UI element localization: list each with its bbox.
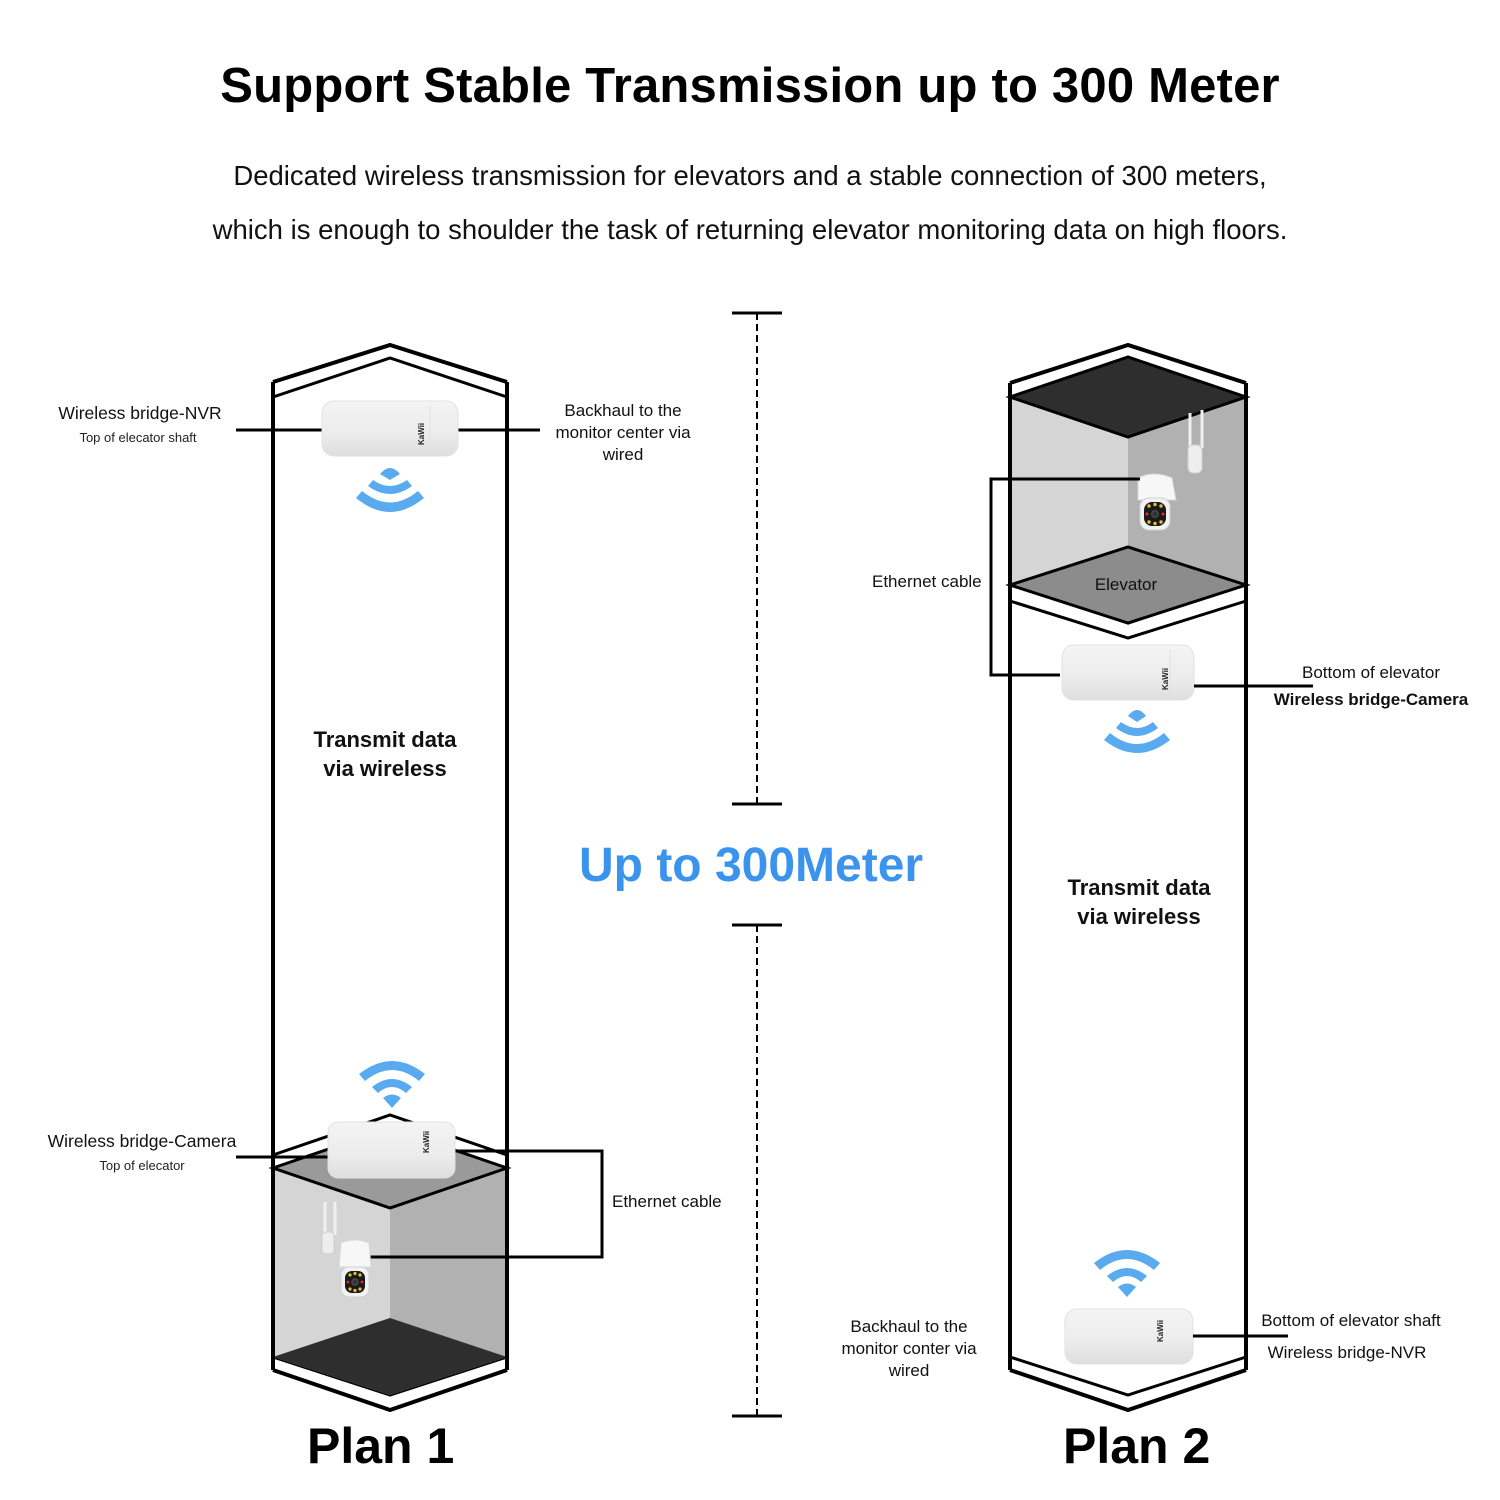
plan2-nvr-title: Wireless bridge-NVR [1267, 1343, 1427, 1362]
transmit-line-2: via wireless [323, 756, 447, 781]
plan1-label: Plan 1 [307, 1418, 455, 1474]
wifi-signal-icon [356, 468, 424, 512]
plan1-ethernet-label: Ethernet cable [612, 1192, 722, 1211]
plan2-elevator-cabin [1005, 355, 1251, 640]
transmit-line-2: via wireless [1077, 904, 1201, 929]
plan2-nvr-caption: Bottom of elevator shaft [1261, 1311, 1441, 1330]
wifi-signal-icon [1104, 710, 1170, 753]
backhaul-line-3: wired [602, 445, 644, 464]
wireless-bridge-icon: KaWii [1061, 644, 1195, 701]
plan1-nvr-title: Wireless bridge-NVR [58, 403, 222, 423]
plan1-transmit-label: Transmit data via wireless [283, 725, 487, 783]
dimension-line-top [732, 311, 782, 806]
ptz-camera-icon [321, 1202, 372, 1298]
brand-mark: KaWii [422, 1131, 431, 1153]
page-title: Support Stable Transmission up to 300 Me… [220, 59, 1280, 113]
transmit-line-1: Transmit data [313, 727, 457, 752]
plan2-camera-bridge-caption: Bottom of elevator [1302, 663, 1440, 682]
brand-mark: KaWii [417, 423, 426, 445]
backhaul-line-3: wired [888, 1361, 930, 1380]
plan2-label: Plan 2 [1063, 1418, 1211, 1474]
plan1-camera-bridge-title: Wireless bridge-Camera [47, 1131, 237, 1151]
subtitle-line-1: Dedicated wireless transmission for elev… [233, 160, 1267, 191]
plan2-ethernet-label: Ethernet cable [872, 572, 982, 591]
wifi-signal-icon [1094, 1250, 1160, 1297]
plan1-ethernet-cable [370, 1149, 604, 1259]
brand-mark: KaWii [1161, 668, 1170, 690]
plan2-camera-bridge-title: Wireless bridge-Camera [1273, 690, 1469, 709]
backhaul-line-2: monitor conter via [841, 1339, 977, 1358]
plan2-elevator-label: Elevator [1094, 575, 1158, 594]
plan1-elevator-cabin [268, 1113, 512, 1395]
transmit-line-1: Transmit data [1067, 875, 1211, 900]
brand-mark: KaWii [1156, 1320, 1165, 1342]
plan1-nvr-subtitle: Top of elecator shaft [79, 430, 197, 445]
dimension-line-bottom [732, 923, 782, 1418]
plan2-transmit-label: Transmit data via wireless [1030, 873, 1248, 931]
backhaul-line-1: Backhaul to the [564, 401, 682, 420]
wifi-signal-icon [359, 1061, 425, 1108]
wireless-bridge-icon: KaWii [327, 1121, 456, 1179]
ptz-camera-icon [1137, 410, 1204, 531]
backhaul-line-2: monitor center via [555, 423, 691, 442]
plan2-ethernet-cable [989, 477, 1140, 677]
distance-label: Up to 300Meter [579, 839, 924, 892]
subtitle-line-2: which is enough to shoulder the task of … [212, 214, 1288, 245]
plan2-backhaul-label: Backhaul to the monitor conter via wired [826, 1316, 992, 1382]
wireless-bridge-icon: KaWii [321, 400, 459, 457]
plan1-camera-bridge-subtitle: Top of elecator [99, 1158, 185, 1173]
plan1-backhaul-label: Backhaul to the monitor center via wired [540, 400, 706, 466]
wireless-bridge-icon: KaWii [1064, 1308, 1194, 1365]
backhaul-line-1: Backhaul to the [850, 1317, 968, 1336]
